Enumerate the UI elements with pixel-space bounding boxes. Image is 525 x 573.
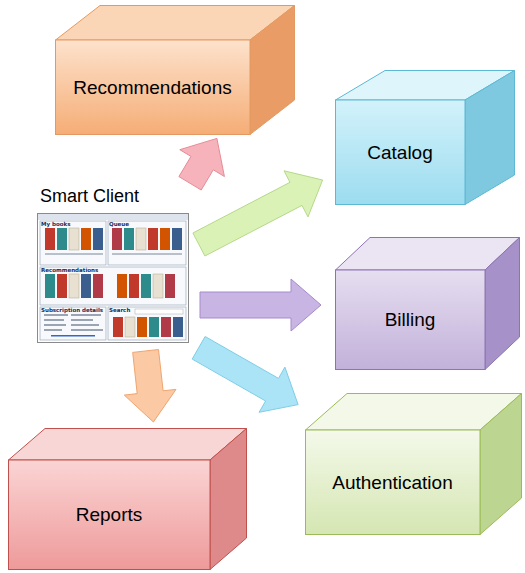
book-thumbnail <box>45 228 55 250</box>
book-thumbnail <box>81 274 91 298</box>
cube-shape <box>335 70 515 205</box>
cube-shape <box>305 393 522 535</box>
block-arrow <box>179 138 225 190</box>
book-thumbnail <box>45 274 55 298</box>
book-thumbnail <box>141 274 151 298</box>
panel <box>40 267 186 305</box>
book-thumbnail <box>57 274 67 298</box>
text-line <box>71 324 99 326</box>
book-thumbnail <box>173 317 183 337</box>
book-thumbnail <box>153 274 163 298</box>
service-cube: Reports <box>8 428 247 570</box>
book-thumbnail <box>172 228 182 250</box>
book-thumbnail <box>129 274 139 298</box>
book-thumbnail <box>93 228 103 250</box>
node-label: Billing <box>385 309 436 331</box>
block-arrow <box>124 350 176 423</box>
text-line <box>71 314 101 316</box>
book-thumbnail <box>81 228 91 250</box>
screen-label: My books <box>41 221 70 227</box>
text-line <box>71 329 103 331</box>
book-thumbnail <box>136 228 146 250</box>
cube-front <box>9 460 211 570</box>
text-line <box>44 329 62 331</box>
book-thumbnail <box>137 317 147 337</box>
screen-label: Queue <box>109 221 129 227</box>
node-title: Smart Client <box>40 186 139 207</box>
cube-face: Recommendations <box>55 40 250 135</box>
node-label: Recommendations <box>73 77 231 99</box>
screen-label: Recommendations <box>41 267 98 273</box>
service-cube: Authentication <box>305 393 522 535</box>
book-thumbnail <box>113 317 123 337</box>
cube-side <box>480 394 522 535</box>
service-cube: Recommendations <box>55 5 295 135</box>
text-line <box>44 319 64 321</box>
cube-side <box>250 6 295 135</box>
book-thumbnail <box>93 274 103 298</box>
client-node: Smart Client <box>36 185 190 345</box>
panel <box>40 307 106 340</box>
book-thumbnail <box>69 228 79 250</box>
screen-label: Search <box>109 307 130 313</box>
service-cube: Catalog <box>335 70 515 205</box>
service-cube: Billing <box>335 237 520 370</box>
panel <box>40 221 106 265</box>
title-bar <box>38 214 188 220</box>
link-line <box>51 335 95 337</box>
book-thumbnail <box>69 274 79 298</box>
book-thumbnail <box>117 274 127 298</box>
panel <box>108 221 186 265</box>
book-thumbnail <box>149 317 159 337</box>
block-arrow <box>192 337 298 413</box>
block-arrow <box>193 171 323 256</box>
book-thumbnail <box>160 228 170 250</box>
client-screenshot <box>37 213 189 343</box>
book-thumbnail <box>165 274 175 298</box>
cube-face: Reports <box>8 460 210 570</box>
screen-frame <box>38 214 189 343</box>
cube-side <box>210 429 247 570</box>
search-box <box>135 309 183 314</box>
screen-label: Subscription details <box>41 307 103 313</box>
cube-side <box>485 238 520 370</box>
cube-front <box>336 100 466 205</box>
block-arrow <box>200 279 321 331</box>
cube-face: Authentication <box>305 430 480 535</box>
book-thumbnail <box>161 317 171 337</box>
cube-shape <box>55 5 295 135</box>
book-thumbnail <box>112 228 122 250</box>
text-line <box>44 314 68 316</box>
node-label: Catalog <box>367 142 433 164</box>
text-line <box>45 253 103 255</box>
cube-shape <box>8 428 247 570</box>
book-thumbnail <box>124 228 134 250</box>
cube-face: Catalog <box>335 100 465 205</box>
cube-top <box>9 429 247 461</box>
cube-shape <box>335 237 520 370</box>
book-thumbnail <box>125 317 135 337</box>
text-line <box>71 319 93 321</box>
cube-front <box>336 270 486 370</box>
cube-face: Billing <box>335 270 485 370</box>
cube-front <box>56 40 251 135</box>
panel <box>108 307 186 340</box>
node-label: Reports <box>76 504 143 526</box>
node-label: Authentication <box>332 472 452 494</box>
text-line <box>44 324 66 326</box>
cube-side <box>465 71 515 205</box>
cube-front <box>306 430 481 535</box>
book-thumbnail <box>148 228 158 250</box>
text-line <box>112 253 182 255</box>
book-thumbnail <box>57 228 67 250</box>
